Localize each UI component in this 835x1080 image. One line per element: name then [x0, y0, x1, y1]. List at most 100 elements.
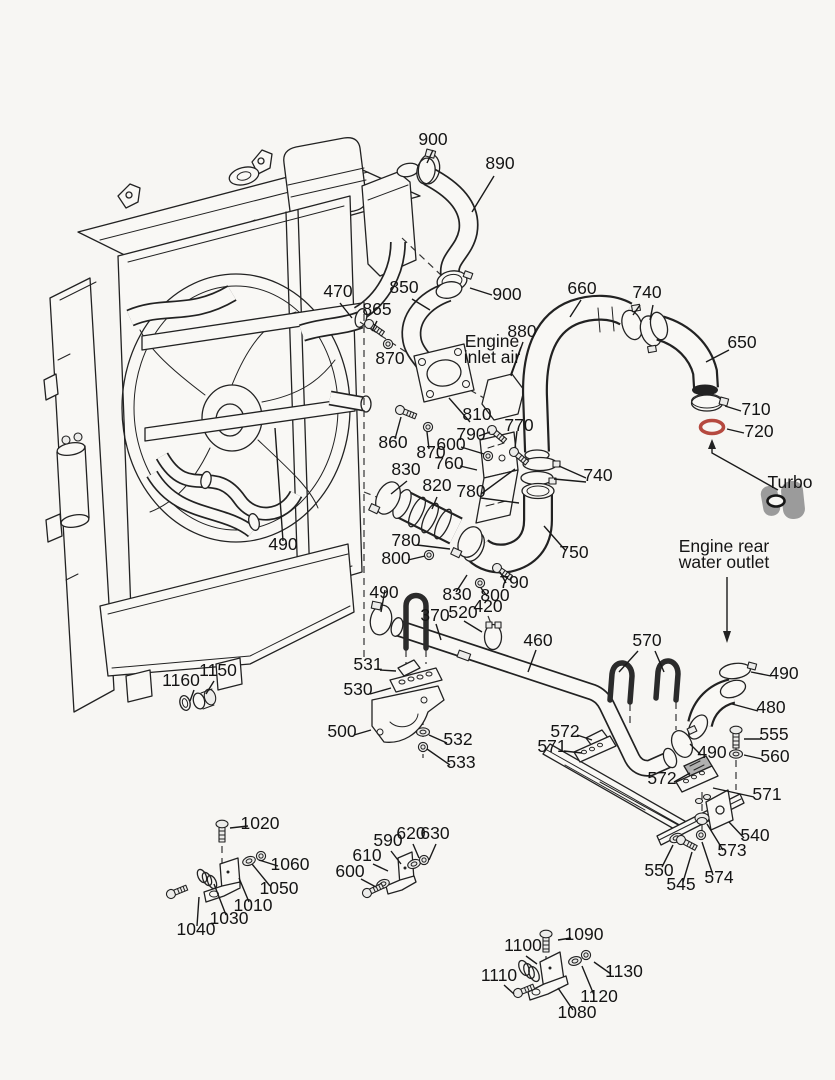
- part-label-1080: 1080: [558, 1002, 597, 1022]
- part-label-545: 545: [666, 874, 695, 894]
- turbo-port: [766, 494, 786, 508]
- part-label-1010: 1010: [234, 895, 273, 915]
- part-label-1110: 1110: [481, 965, 518, 985]
- part-label-540: 540: [740, 825, 769, 845]
- part-label-600: 600: [335, 861, 364, 881]
- part-label-570: 570: [632, 630, 661, 650]
- part-label-1160: 1160: [162, 670, 200, 690]
- ubolt-830: [403, 592, 429, 651]
- clamp-490-tube-right: [670, 725, 698, 758]
- gaskets-740-lower: [520, 456, 561, 486]
- arrow-down-icon: [723, 631, 731, 643]
- part-label-1130: 1130: [605, 961, 643, 981]
- part-label-750: 750: [559, 542, 588, 562]
- part-label-1030: 1030: [210, 908, 249, 928]
- oring-720: [698, 418, 726, 436]
- water-outlet-arrow: [723, 577, 731, 643]
- clamp-830-right: [450, 526, 483, 559]
- part-label-880: 880: [507, 321, 536, 341]
- part-label-660: 660: [567, 278, 596, 298]
- bracket-500: [371, 685, 445, 743]
- annotation-turbo: Turbo: [767, 472, 812, 492]
- part-label-820: 820: [422, 475, 451, 495]
- fasteners-532-533: [415, 727, 431, 753]
- bracket-1080-group: [511, 929, 592, 1001]
- part-label-574: 574: [704, 867, 733, 887]
- flange-810: [413, 343, 475, 403]
- part-label-532: 532: [443, 729, 472, 749]
- bellows-hose-820: [392, 488, 463, 545]
- ubolts-570: [607, 658, 681, 705]
- plate-530: [389, 667, 443, 693]
- turbo-blob-right: [781, 480, 805, 520]
- hose-470: [299, 308, 368, 342]
- arrow-up-icon: [708, 439, 716, 449]
- lower-hoses: [146, 452, 303, 538]
- part-label-890: 890: [485, 153, 514, 173]
- part-label-590: 590: [373, 830, 402, 850]
- part-label-600: 600: [436, 434, 465, 454]
- gusset-540: [705, 789, 734, 831]
- part-label-740: 740: [632, 282, 661, 302]
- part-label-490: 490: [369, 582, 398, 602]
- part-label-800: 800: [480, 585, 509, 605]
- part-label-460: 460: [523, 630, 552, 650]
- part-label-800: 800: [381, 548, 410, 568]
- part-label-490: 490: [769, 663, 798, 683]
- fasteners-555-560: [728, 725, 744, 759]
- part-label-610: 610: [352, 845, 381, 865]
- part-label-650: 650: [727, 332, 756, 352]
- part-label-760: 760: [434, 453, 463, 473]
- part-label-571: 571: [537, 736, 566, 756]
- pipe-660: [521, 294, 633, 461]
- plate-571-left: [573, 735, 617, 763]
- part-label-490: 490: [697, 742, 726, 762]
- part-label-900: 900: [492, 284, 521, 304]
- clamp-710: [690, 393, 730, 412]
- receiver-drier: [56, 432, 90, 529]
- part-label-531: 531: [353, 654, 382, 674]
- tube-460: [390, 617, 678, 777]
- part-label-1150: 1150: [199, 660, 237, 680]
- part-label-572: 572: [550, 721, 579, 741]
- clamp-830-left: [368, 481, 401, 515]
- part-label-770: 770: [504, 415, 533, 435]
- part-label-533: 533: [446, 752, 475, 772]
- part-label-530: 530: [343, 679, 372, 699]
- clamps-740-upper: [621, 303, 663, 354]
- part-label-1120: 1120: [580, 986, 618, 1006]
- part-label-550: 550: [644, 860, 673, 880]
- part-label-830: 830: [391, 459, 420, 479]
- part-label-490: 490: [268, 534, 297, 554]
- clamp-490-tube-left: [369, 600, 393, 636]
- bracket-1010-group: [164, 819, 267, 903]
- part-label-572: 572: [647, 768, 676, 788]
- part-label-865: 865: [362, 299, 391, 319]
- part-label-860: 860: [378, 432, 407, 452]
- part-label-480: 480: [756, 697, 785, 717]
- part-label-520: 520: [448, 602, 477, 622]
- oring-720-ring: [698, 418, 726, 436]
- part-label-900: 900: [418, 129, 447, 149]
- part-label-780: 780: [391, 530, 420, 550]
- part-label-740: 740: [583, 465, 612, 485]
- part-label-780: 780: [456, 481, 485, 501]
- part-label-710: 710: [741, 399, 770, 419]
- part-label-571: 571: [752, 784, 781, 804]
- part-label-870: 870: [375, 348, 404, 368]
- part-label-470: 470: [323, 281, 352, 301]
- part-label-720: 720: [744, 421, 773, 441]
- radiator-assembly: [43, 137, 421, 713]
- part-label-1060: 1060: [271, 854, 310, 874]
- clamp-490-hose-top: [718, 661, 758, 680]
- part-label-370: 370: [420, 605, 449, 625]
- part-label-560: 560: [760, 746, 789, 766]
- bushing-1150: [192, 688, 217, 710]
- part-label-1100: 1100: [504, 935, 542, 955]
- leader-lines: [189, 149, 772, 1011]
